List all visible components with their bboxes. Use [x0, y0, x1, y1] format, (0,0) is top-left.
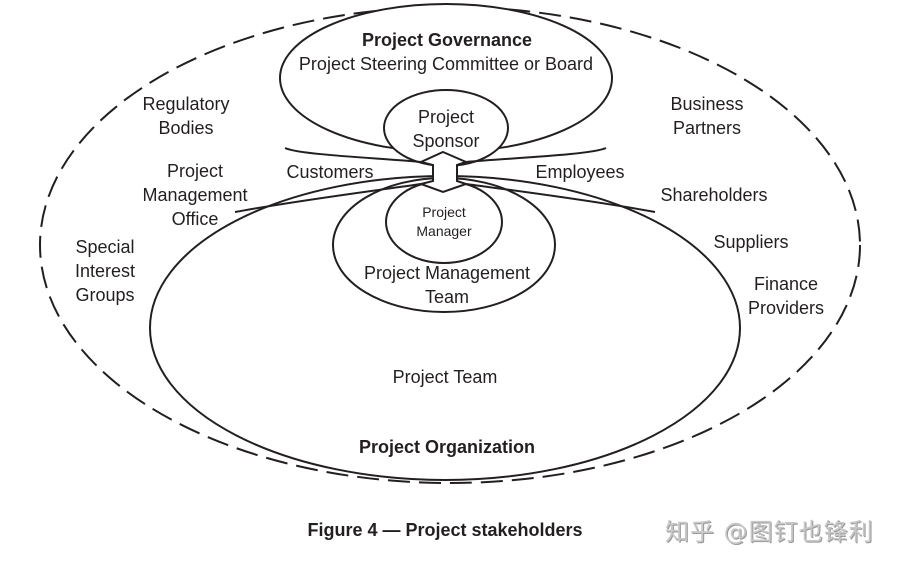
organization-label: Project Organization	[358, 437, 536, 457]
sponsor-label-2: Sponsor	[412, 131, 480, 151]
governance-title: Project Governance	[361, 30, 533, 50]
employees-label: Employees	[535, 162, 625, 182]
customers-label: Customers	[286, 162, 374, 182]
special-label-2: Interest	[74, 261, 136, 281]
manager-label-2: Manager	[416, 223, 472, 239]
regulatory-label-2: Bodies	[158, 118, 214, 138]
pmo-label-2: Management	[142, 185, 248, 205]
pm-team-label-2: Team	[424, 287, 470, 307]
figure-caption: Figure 4 — Project stakeholders	[307, 520, 583, 540]
business-label-1: Business	[670, 94, 744, 114]
pmo-label-1: Project	[166, 161, 224, 181]
pmo-label-3: Office	[171, 209, 219, 229]
sponsor-label-1: Project	[417, 107, 475, 127]
shareholders-label: Shareholders	[660, 185, 768, 205]
finance-label-1: Finance	[753, 274, 819, 294]
governance-subtitle: Project Steering Committee or Board	[298, 54, 594, 74]
connector-left-flare	[234, 147, 422, 213]
manager-label-1: Project	[422, 204, 466, 220]
connector-arrow	[417, 150, 470, 194]
suppliers-label: Suppliers	[713, 232, 789, 252]
special-label-1: Special	[75, 237, 135, 257]
watermark: 知乎 @图钉也锋利	[665, 518, 874, 546]
special-label-3: Groups	[75, 285, 135, 305]
business-label-2: Partners	[672, 118, 742, 138]
finance-label-2: Providers	[747, 298, 825, 318]
pm-team-label-1: Project Management	[363, 263, 531, 283]
project-team-label: Project Team	[392, 367, 498, 387]
regulatory-label-1: Regulatory	[142, 94, 230, 114]
connector-right-flare	[465, 147, 656, 213]
